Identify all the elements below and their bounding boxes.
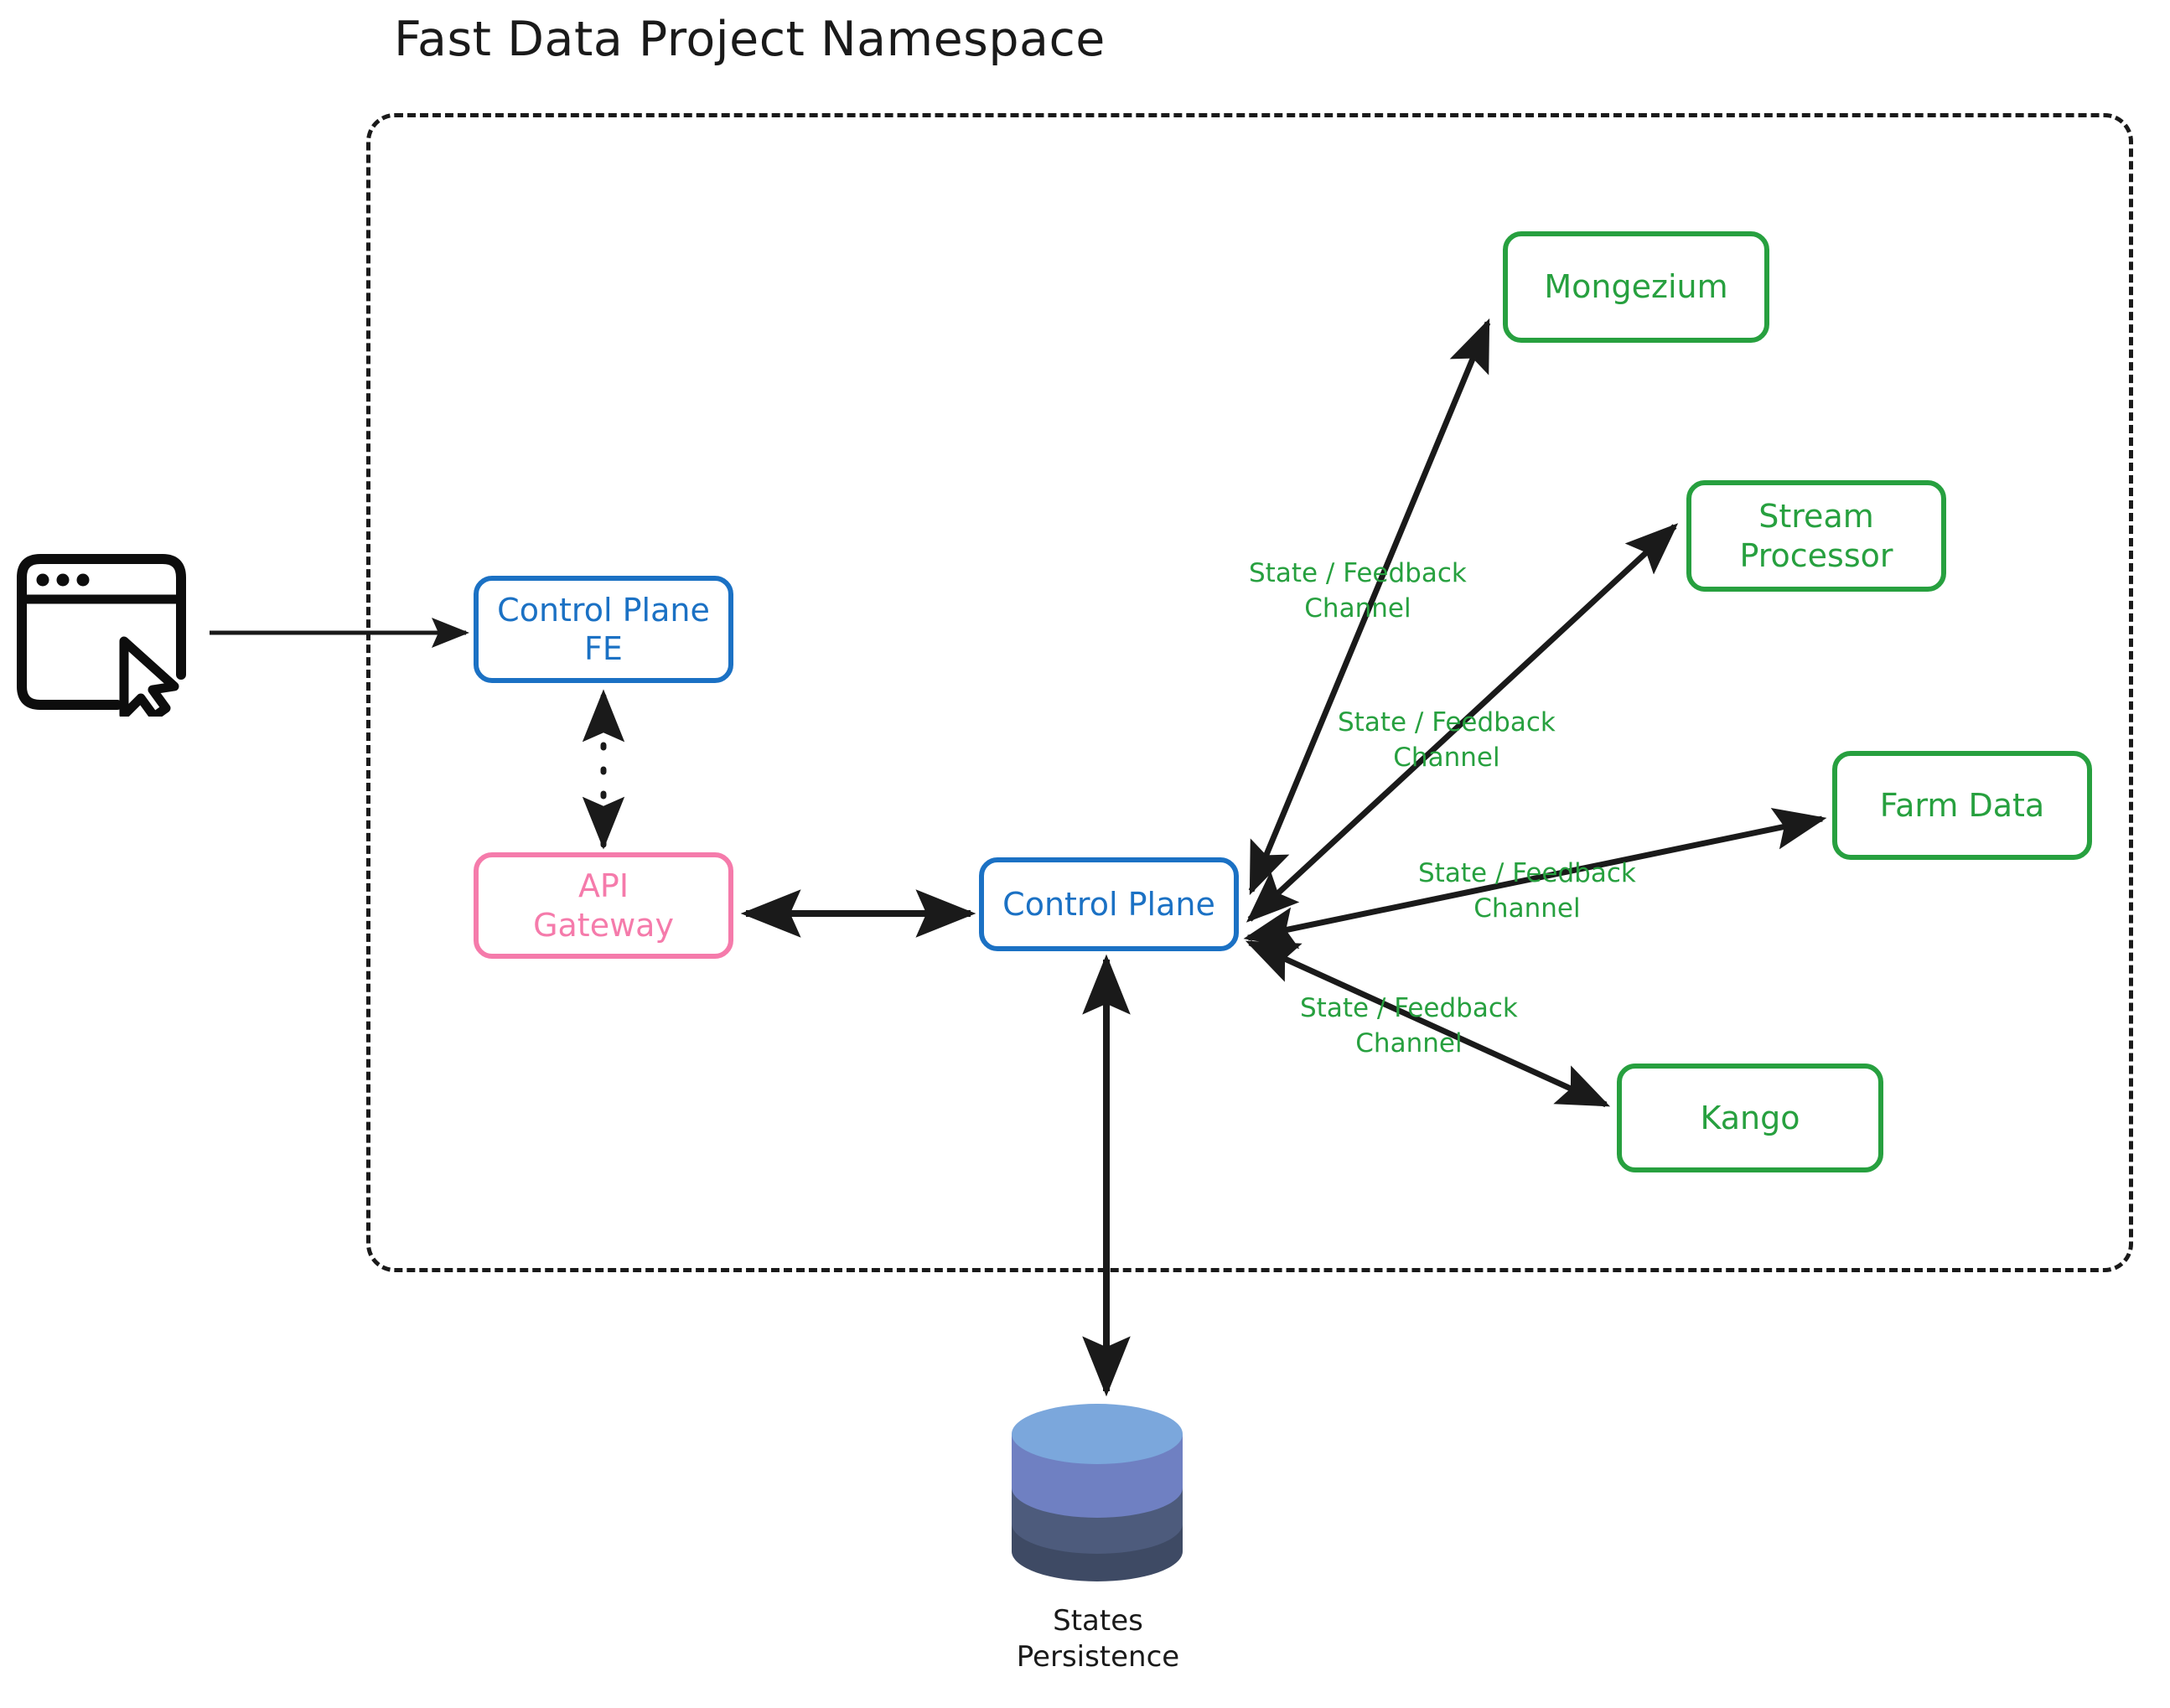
- node-api-gateway[interactable]: API Gateway: [474, 852, 733, 959]
- node-mongezium[interactable]: Mongezium: [1503, 231, 1769, 343]
- namespace-boundary: [366, 113, 2133, 1272]
- edge-label-farm-data-line1: State / Feedback: [1418, 858, 1636, 888]
- node-control-plane-fe-label: Control Plane FE: [497, 591, 710, 669]
- edge-label-control-plane-kango: State / Feedback Channel: [1300, 991, 1518, 1061]
- node-stream-processor[interactable]: Stream Processor: [1686, 480, 1946, 592]
- edge-label-stream-processor-line2: Channel: [1393, 742, 1500, 773]
- states-persistence-label: States Persistence: [947, 1603, 1249, 1674]
- node-control-plane-label: Control Plane: [1002, 885, 1215, 923]
- edge-label-control-plane-mongezium: State / Feedback Channel: [1249, 556, 1467, 626]
- database-cylinder-icon: [1004, 1396, 1190, 1582]
- node-control-plane-fe-label-line1: Control Plane: [497, 591, 710, 629]
- edge-label-stream-processor-line1: State / Feedback: [1338, 707, 1556, 738]
- node-api-gateway-label-line2: Gateway: [533, 906, 674, 944]
- edge-label-kango-line1: State / Feedback: [1300, 993, 1518, 1023]
- edge-label-control-plane-stream-processor: State / Feedback Channel: [1338, 706, 1556, 775]
- edge-label-farm-data-line2: Channel: [1473, 893, 1581, 924]
- browser-window-icon: [13, 549, 210, 722]
- states-persistence-label-line1: States: [1053, 1604, 1143, 1638]
- node-api-gateway-label-line1: API: [577, 867, 629, 905]
- node-kango[interactable]: Kango: [1617, 1064, 1883, 1172]
- node-stream-processor-label-line1: Stream: [1758, 498, 1874, 536]
- node-control-plane[interactable]: Control Plane: [979, 857, 1239, 951]
- node-control-plane-fe[interactable]: Control Plane FE: [474, 576, 733, 683]
- node-control-plane-fe-label-line2: FE: [584, 630, 623, 667]
- node-stream-processor-label: Stream Processor: [1739, 497, 1893, 575]
- namespace-title: Fast Data Project Namespace: [394, 12, 1106, 67]
- node-api-gateway-label: API Gateway: [533, 867, 674, 945]
- cursor-arrow-icon: [119, 636, 179, 722]
- node-mongezium-label: Mongezium: [1544, 268, 1728, 306]
- edge-label-mongezium-line1: State / Feedback: [1249, 558, 1467, 588]
- edge-label-control-plane-farm-data: State / Feedback Channel: [1418, 857, 1636, 926]
- node-farm-data[interactable]: Farm Data: [1832, 751, 2092, 860]
- states-persistence-label-line2: Persistence: [1016, 1639, 1180, 1674]
- node-farm-data-label: Farm Data: [1879, 786, 2045, 824]
- node-stream-processor-label-line2: Processor: [1739, 536, 1893, 574]
- node-kango-label: Kango: [1700, 1099, 1800, 1136]
- edge-label-mongezium-line2: Channel: [1304, 593, 1411, 624]
- edge-label-kango-line2: Channel: [1355, 1027, 1463, 1058]
